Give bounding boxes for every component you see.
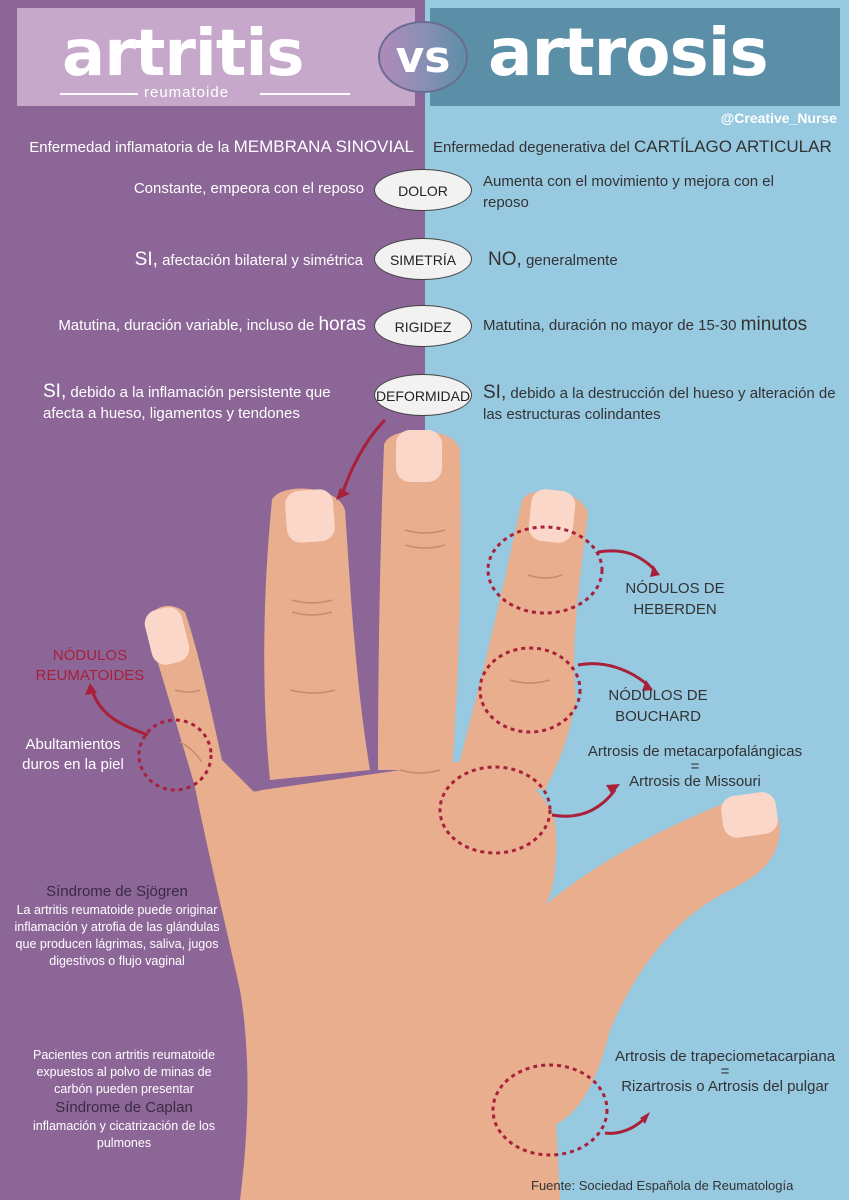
marker-missouri <box>438 765 552 855</box>
missouri-line-1: Artrosis de metacarpofalángicas <box>587 743 803 760</box>
simetria-left-emphasis: SI, <box>134 249 158 270</box>
fingernails <box>144 430 778 838</box>
deformidad-left-body: debido a la inflamación persistente que … <box>43 384 331 422</box>
simetria-left-body: afectación bilateral y simétrica <box>157 252 363 269</box>
pill-rigidez: RIGIDEZ <box>374 305 472 347</box>
right-definition-emphasis: CARTÍLAGO ARTICULAR <box>633 137 832 156</box>
caplan-text: inflamación y cicatrización de los pulmo… <box>32 1119 216 1150</box>
rizartrosis-line-2: Rizartrosis o Artrosis del pulgar <box>621 1078 829 1095</box>
joint-markers <box>137 525 609 1157</box>
simetria-left-text: SI, afectación bilateral y simétrica <box>3 249 363 271</box>
subtitle-rule-left <box>60 93 138 95</box>
right-definition-prefix: Enfermedad degenerativa del <box>433 139 634 156</box>
label-abultamientos: Abultamientos duros en la piel <box>22 736 124 773</box>
marker-heberden <box>486 525 604 615</box>
sjogren-title: Síndrome de Sjögren <box>46 883 188 900</box>
deformidad-right-body: debido a la destrucción del hueso y alte… <box>483 385 836 423</box>
rigidez-right-text: Matutina, duración no mayor de 15-30 min… <box>483 314 849 336</box>
label-heberden: NÓDULOS DE HEBERDEN <box>625 580 725 618</box>
sjogren-note: Síndrome de Sjögren La artritis reumatoi… <box>4 882 230 970</box>
left-title-banner <box>17 8 415 106</box>
label-missouri: Artrosis de metacarpofalángicas = Artros… <box>575 743 815 791</box>
label-bouchard: NÓDULOS DE BOUCHARD <box>608 687 708 725</box>
hand-shape <box>147 430 780 1200</box>
subtitle-reumatoide: reumatoide <box>60 85 350 101</box>
title-artritis: artritis <box>62 17 304 91</box>
rigidez-right-emphasis: minutos <box>740 314 808 335</box>
rigidez-left-emphasis: horas <box>318 314 366 335</box>
pill-dolor: DOLOR <box>374 169 472 211</box>
deformidad-right-text: SI, debido a la destrucción del hueso y … <box>483 382 845 425</box>
simetria-right-text: NO, generalmente <box>488 249 828 271</box>
caplan-note: Pacientes con artritis reumatoide expues… <box>18 1047 230 1152</box>
left-definition-prefix: Enfermedad inflamatoria de la <box>29 139 234 156</box>
right-title-banner <box>430 8 840 106</box>
missouri-equals: = <box>690 758 700 775</box>
left-definition: Enfermedad inflamatoria de la MEMBRANA S… <box>0 136 414 158</box>
right-definition: Enfermedad degenerativa del CARTÍLAGO AR… <box>433 136 848 158</box>
marker-reumatoide <box>137 718 213 792</box>
rigidez-left-body: Matutina, duración variable, incluso de <box>58 317 319 334</box>
deformidad-right-emphasis: SI, <box>483 382 507 403</box>
simetria-right-body: generalmente <box>521 252 618 269</box>
left-definition-emphasis: MEMBRANA SINOVIAL <box>233 137 414 156</box>
author-handle: @Creative_Nurse <box>720 110 837 126</box>
marker-rizartrosis <box>491 1063 609 1157</box>
deformidad-left-emphasis: SI, <box>43 381 67 402</box>
source-credit: Fuente: Sociedad Española de Reumatologí… <box>531 1178 794 1193</box>
title-artrosis: artrosis <box>488 14 769 91</box>
rizartrosis-line-1: Artrosis de trapeciometacarpiana <box>614 1048 836 1065</box>
pill-deformidad: DEFORMIDAD <box>374 374 472 416</box>
simetria-right-emphasis: NO, <box>488 249 522 270</box>
label-nodulos-reumatoides: NÓDULOS REUMATOIDES <box>35 647 145 684</box>
pill-simetria: SIMETRÍA <box>374 238 472 280</box>
subtitle-text: reumatoide <box>144 84 230 101</box>
caplan-intro: Pacientes con artritis reumatoide expues… <box>32 1048 216 1096</box>
subtitle-rule-right <box>260 93 350 95</box>
dolor-left-text: Constante, empeora con el reposo <box>133 180 364 197</box>
rigidez-left-text: Matutina, duración variable, incluso de … <box>6 314 366 336</box>
label-rizartrosis: Artrosis de trapeciometacarpiana = Rizar… <box>600 1048 849 1096</box>
arrow-heads <box>85 488 660 1124</box>
caplan-title: Síndrome de Caplan <box>55 1099 193 1116</box>
rigidez-right-body: Matutina, duración no mayor de 15-30 <box>483 317 741 334</box>
rizartrosis-equals: = <box>720 1063 730 1080</box>
vs-badge: vs <box>378 21 468 93</box>
sjogren-text: La artritis reumatoide puede originar in… <box>14 903 220 968</box>
dolor-right-text: Aumenta con el movimiento y mejora con e… <box>483 173 774 211</box>
missouri-line-2: Artrosis de Missouri <box>629 773 761 790</box>
marker-bouchard <box>478 646 582 734</box>
knuckle-creases <box>174 529 563 774</box>
deformidad-left-text: SI, debido a la inflamación persistente … <box>43 381 363 424</box>
